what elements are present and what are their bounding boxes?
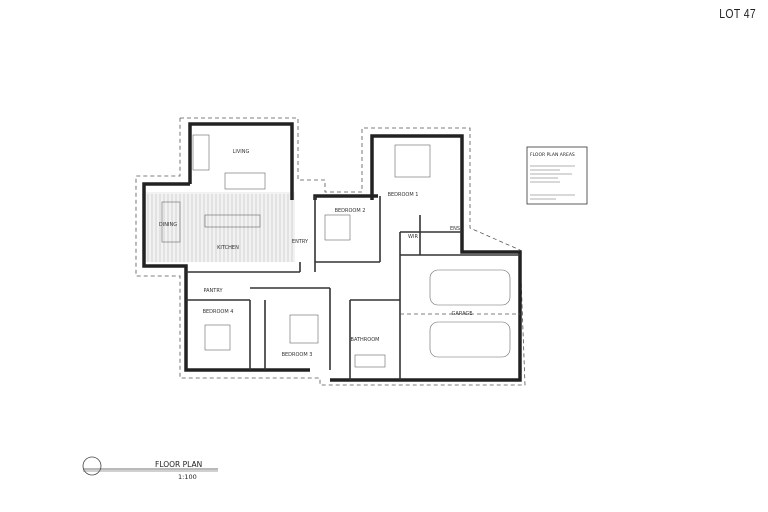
title-block <box>82 456 218 476</box>
areas-heading: FLOOR PLAN AREAS <box>530 152 575 158</box>
eave-outline <box>135 117 526 386</box>
furniture <box>161 134 520 368</box>
drawing-title: FLOOR PLAN <box>155 460 202 469</box>
room-label-pantry: PANTRY <box>203 288 223 294</box>
room-label-bedroom1: BEDROOM 1 <box>388 192 419 198</box>
room-label-bedroom2: BEDROOM 2 <box>335 208 366 214</box>
room-label-bathroom: BATHROOM <box>351 337 380 343</box>
room-label-entry: ENTRY <box>292 239 309 245</box>
room-label-ens: ENS <box>450 226 460 232</box>
room-label-bedroom3: BEDROOM 3 <box>282 352 313 358</box>
drawing-scale: 1:100 <box>178 473 197 481</box>
room-label-living: LIVING <box>233 149 250 155</box>
room-label-dining: DINING <box>159 222 177 228</box>
room-label-bedroom4: BEDROOM 4 <box>203 309 234 315</box>
room-label-kitchen: KITCHEN <box>217 245 239 251</box>
lot-number: LOT 47 <box>719 6 756 21</box>
room-label-garage: GARAGE <box>452 311 473 317</box>
room-label-wir: WIR <box>408 234 418 240</box>
internal-walls <box>186 196 520 380</box>
floor-plan-areas-box <box>526 146 588 205</box>
